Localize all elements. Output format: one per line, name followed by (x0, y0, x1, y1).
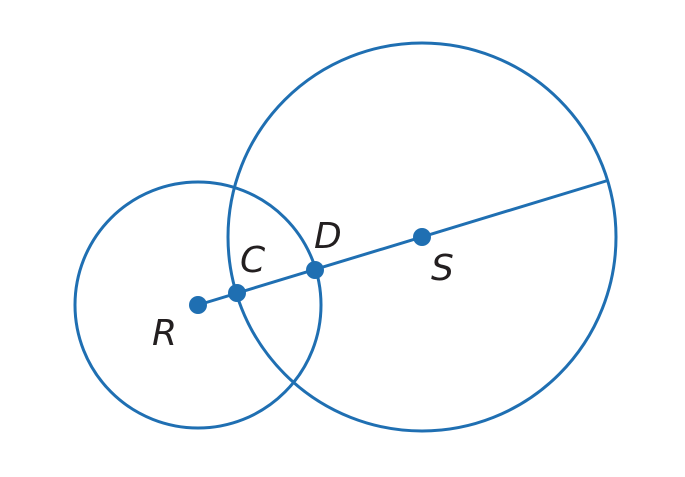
circle-r (73, 180, 323, 430)
circle-s (226, 41, 618, 433)
label-c: C (240, 240, 266, 281)
label-r: R (152, 313, 177, 354)
point-c (228, 284, 246, 302)
label-s: S (431, 248, 454, 289)
point-s (413, 228, 431, 246)
segment-r-to-edge (196, 179, 608, 307)
label-d: D (314, 216, 342, 257)
point-d (306, 261, 324, 279)
point-r (189, 296, 207, 314)
